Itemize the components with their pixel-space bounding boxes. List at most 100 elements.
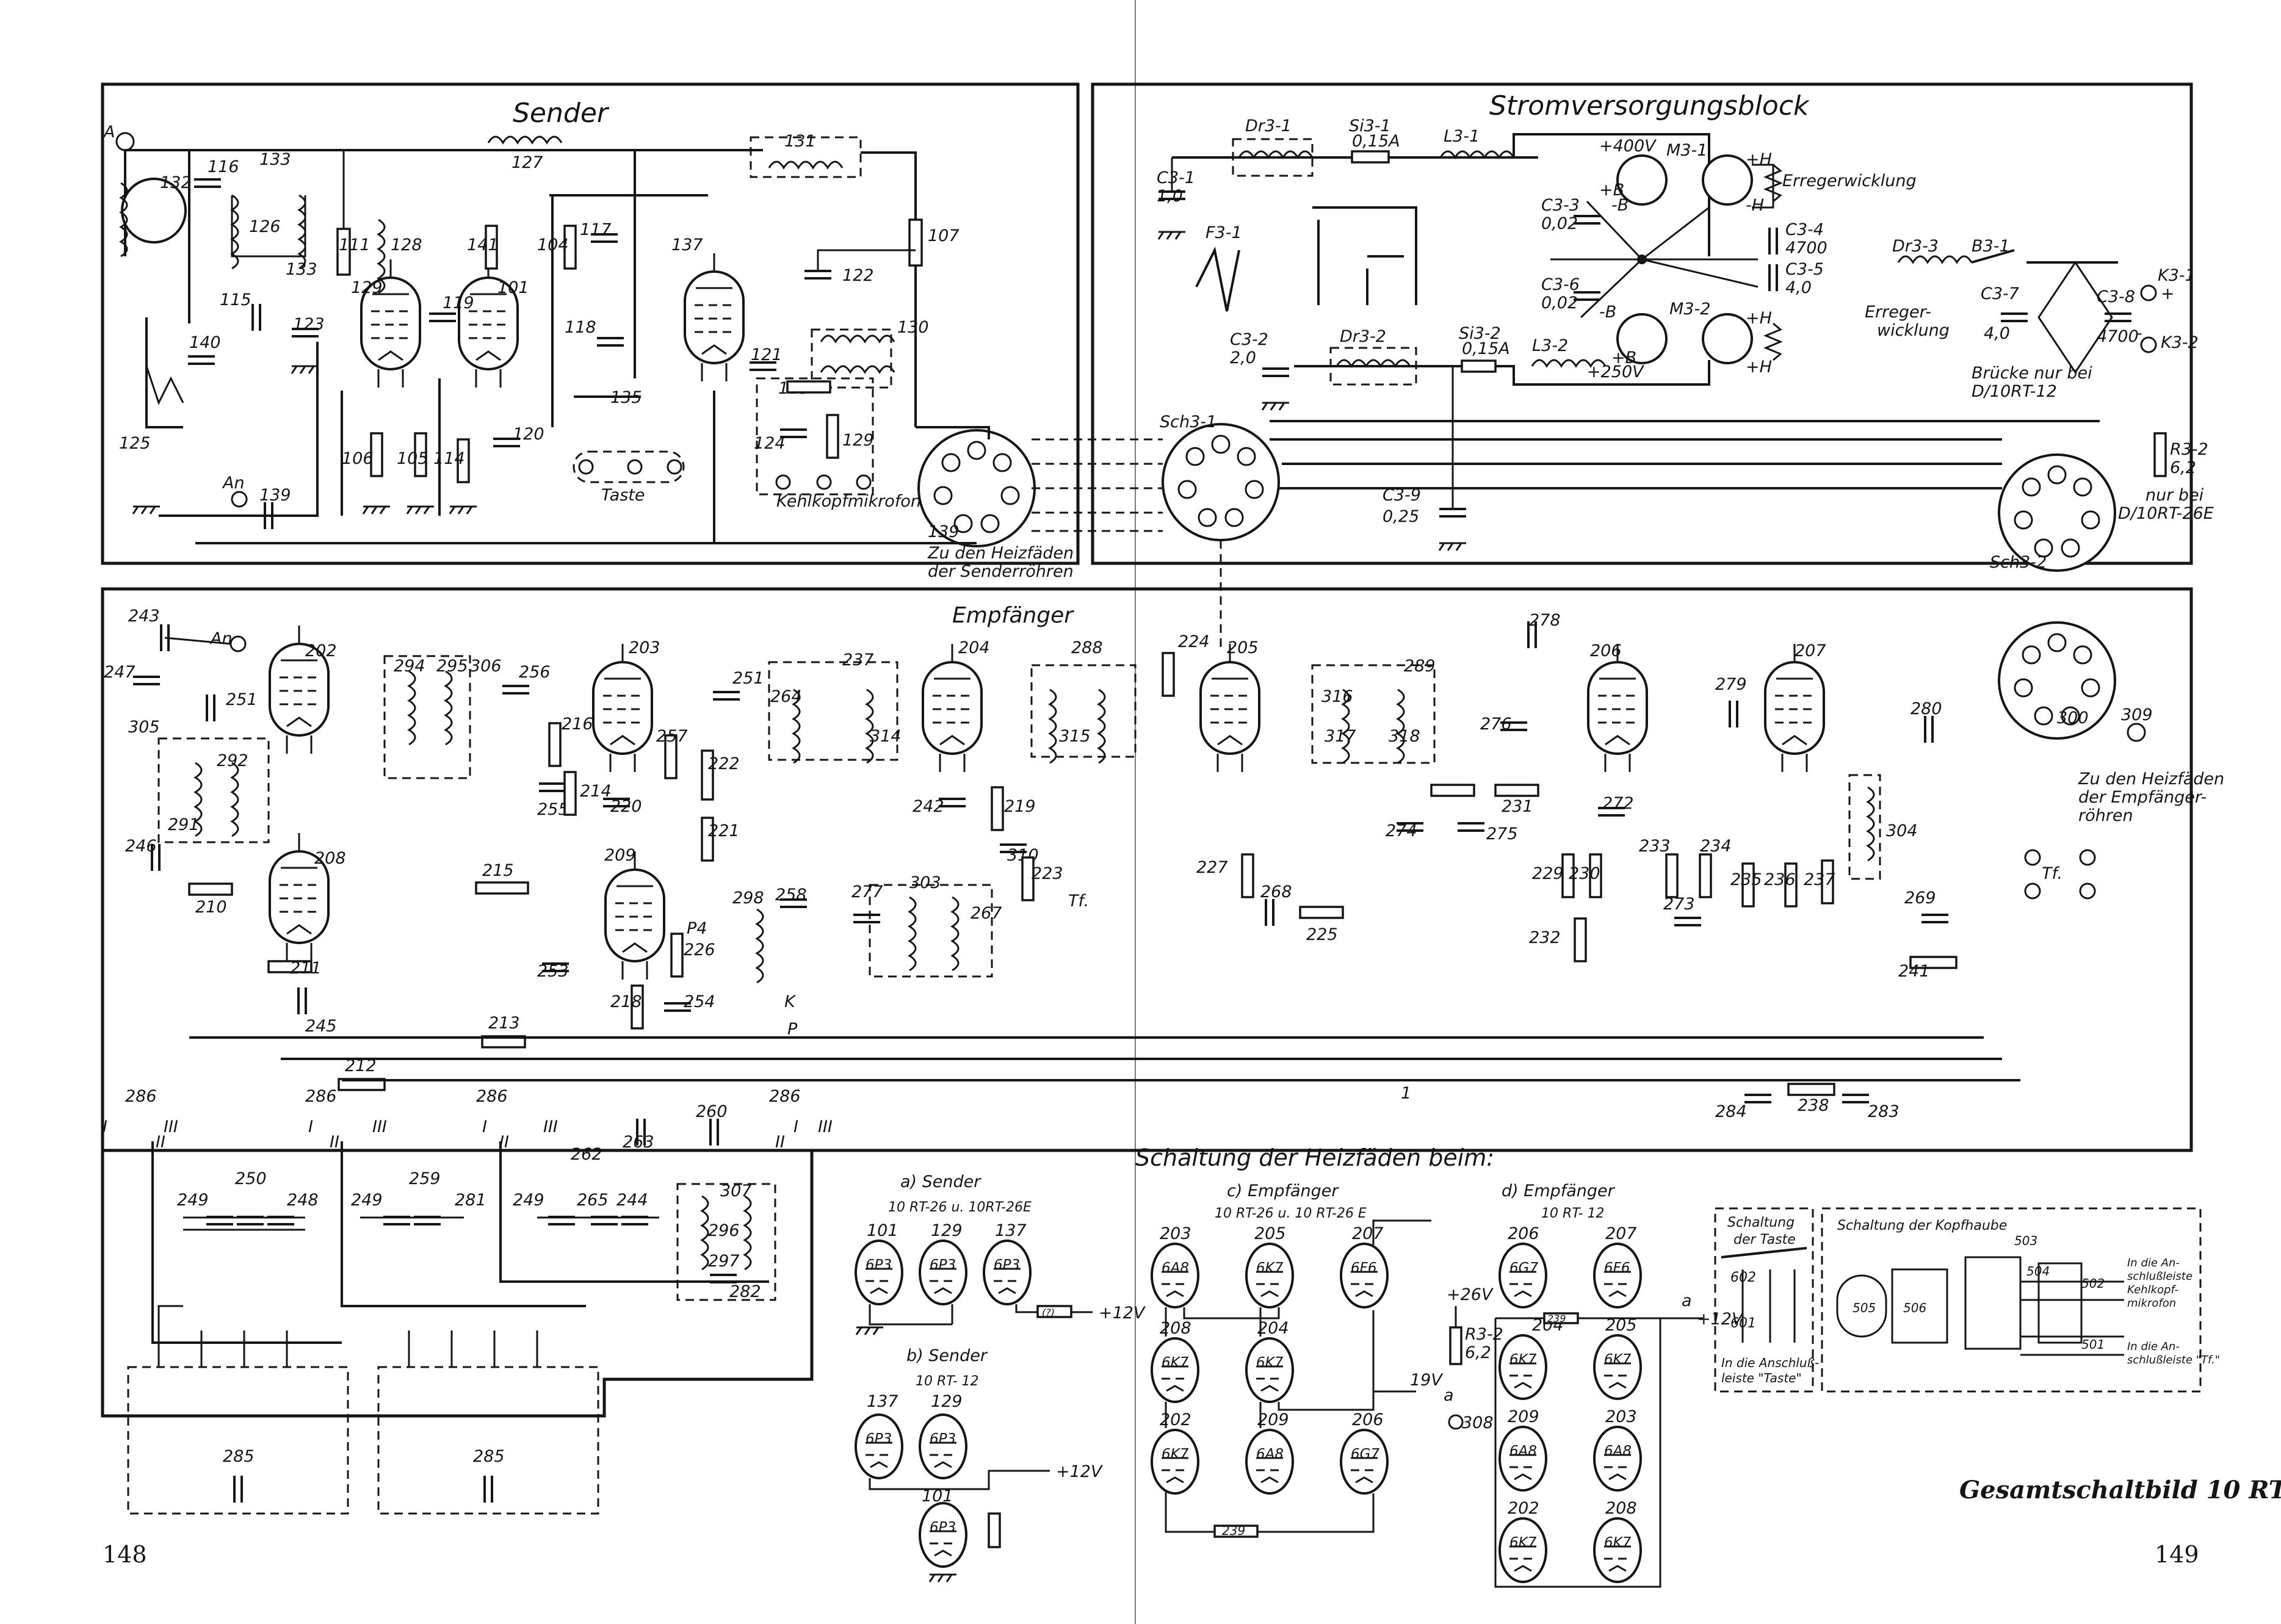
svg-text:127: 127 <box>512 153 543 172</box>
svg-text:I: I <box>308 1117 313 1136</box>
svg-text:205: 205 <box>1254 1224 1286 1243</box>
svg-text:+250V: +250V <box>1587 363 1645 381</box>
sender-block: Sender A 132 127 116 133 126 133 115 123… <box>101 82 1080 581</box>
svg-text:III: III <box>164 1117 178 1136</box>
sender-heater-note-1: Zu den Heizfäden <box>927 544 1074 563</box>
sender-title: Sender <box>513 98 610 129</box>
svg-text:278: 278 <box>1529 611 1561 630</box>
svg-text:284: 284 <box>1715 1102 1747 1121</box>
svg-text:Si3-2: Si3-2 <box>1459 324 1501 343</box>
svg-text:220: 220 <box>610 797 642 816</box>
svg-text:107: 107 <box>928 226 960 245</box>
svg-text:227: 227 <box>1196 858 1228 877</box>
svg-text:264: 264 <box>770 687 802 706</box>
svg-text:202: 202 <box>1160 1410 1191 1429</box>
svg-text:6P3: 6P3 <box>930 1520 956 1536</box>
svg-text:306: 306 <box>470 657 502 676</box>
antenna-terminal-label: A <box>103 123 115 142</box>
page-number-left: 148 <box>103 1541 147 1568</box>
svg-text:119: 119 <box>443 294 474 312</box>
heater-d-tubes: 206 204 209 202 6G7 6K7 6A8 6K7 207 205 … <box>1494 1224 1744 1588</box>
svg-text:139: 139 <box>259 486 291 505</box>
svg-text:268: 268 <box>1260 882 1292 901</box>
svg-text:F3-1: F3-1 <box>1206 223 1242 242</box>
svg-text:L3-2: L3-2 <box>1532 336 1568 355</box>
svg-text:213: 213 <box>488 1014 520 1033</box>
svg-text:241: 241 <box>1898 962 1930 981</box>
svg-text:202: 202 <box>305 641 337 660</box>
svg-text:318: 318 <box>1389 727 1420 746</box>
svg-text:209: 209 <box>604 846 636 865</box>
svg-text:124: 124 <box>754 434 786 453</box>
svg-text:280: 280 <box>1910 699 1942 718</box>
svg-text:233: 233 <box>1639 837 1671 856</box>
svg-text:2,0: 2,0 <box>1230 348 1256 367</box>
svg-text:203: 203 <box>1160 1224 1191 1243</box>
svg-text:239: 239 <box>1222 1523 1245 1538</box>
svg-text:251: 251 <box>226 690 258 709</box>
svg-text:237: 237 <box>1804 870 1835 889</box>
svg-text:I: I <box>482 1117 487 1136</box>
svg-text:120: 120 <box>513 425 544 444</box>
svg-text:125: 125 <box>119 434 151 453</box>
svg-text:6P3: 6P3 <box>930 1431 956 1447</box>
svg-text:I: I <box>793 1117 798 1136</box>
svg-text:101: 101 <box>867 1221 898 1240</box>
heater-a-title: a) Sender <box>900 1172 981 1191</box>
svg-text:504: 504 <box>2026 1264 2050 1279</box>
svg-text:303: 303 <box>909 873 941 892</box>
svg-text:118: 118 <box>565 318 596 337</box>
svg-text:II: II <box>156 1133 165 1152</box>
svg-text:505: 505 <box>1853 1301 1876 1315</box>
receiver-heater-note-2: der Empfänger- <box>2078 788 2207 807</box>
svg-text:225: 225 <box>1306 925 1338 944</box>
svg-text:In die An-: In die An- <box>2127 1340 2180 1353</box>
svg-text:+12V: +12V <box>1099 1304 1146 1323</box>
svg-text:137: 137 <box>995 1221 1027 1240</box>
svg-text:237: 237 <box>842 651 874 669</box>
svg-text:117: 117 <box>580 220 612 239</box>
svg-text:Kehlkopf-: Kehlkopf- <box>2127 1283 2178 1296</box>
svg-text:C3-1: C3-1 <box>1157 168 1195 187</box>
svg-text:204: 204 <box>958 638 990 657</box>
svg-text:-H: -H <box>1746 196 1764 215</box>
svg-text:308: 308 <box>1462 1413 1494 1432</box>
svg-text:223: 223 <box>1032 864 1063 883</box>
heater-d-title: d) Empfänger <box>1502 1182 1616 1200</box>
excitation-winding-2a: Erreger- <box>1865 303 1931 322</box>
svg-text:211: 211 <box>290 959 322 978</box>
svg-text:207: 207 <box>1795 641 1826 660</box>
svg-text:Schaltung: Schaltung <box>1727 1215 1795 1230</box>
svg-text:6K7: 6K7 <box>1604 1535 1632 1551</box>
tube-137-label: 137 <box>671 236 703 254</box>
svg-text:4700: 4700 <box>2097 327 2139 346</box>
svg-text:235: 235 <box>1730 870 1762 889</box>
svg-text:506: 506 <box>1903 1301 1926 1315</box>
svg-text:6P3: 6P3 <box>994 1257 1020 1273</box>
svg-text:300: 300 <box>2057 709 2089 727</box>
svg-text:214: 214 <box>580 782 612 801</box>
svg-text:129: 129 <box>931 1392 963 1411</box>
svg-text:In die An-: In die An- <box>2127 1257 2180 1269</box>
excitation-winding-1: Erregerwicklung <box>1782 171 1917 190</box>
svg-text:244: 244 <box>616 1191 648 1210</box>
svg-text:6A8: 6A8 <box>1604 1443 1632 1459</box>
svg-text:a: a <box>1444 1386 1454 1405</box>
svg-text:208: 208 <box>1160 1319 1191 1338</box>
figure-caption: Gesamtschaltbild 10 RT <box>1959 1476 2281 1504</box>
tube-129-label: 129 <box>351 278 383 297</box>
svg-text:+H: +H <box>1746 309 1772 328</box>
svg-text:277: 277 <box>851 882 883 901</box>
receiver-an-label: An <box>209 629 233 648</box>
svg-text:133: 133 <box>286 260 317 279</box>
svg-text:224: 224 <box>1178 632 1210 651</box>
svg-text:203: 203 <box>629 638 660 657</box>
svg-text:6P3: 6P3 <box>866 1257 892 1273</box>
svg-text:208: 208 <box>314 849 346 868</box>
svg-text:292: 292 <box>217 751 248 770</box>
receiver-heater-note-1: Zu den Heizfäden <box>2078 770 2224 789</box>
svg-text:6K7: 6K7 <box>1256 1260 1284 1276</box>
only-with-note-1: nur bei <box>2145 486 2204 505</box>
svg-text:254: 254 <box>684 992 715 1011</box>
svg-text:C3-5: C3-5 <box>1785 260 1824 279</box>
